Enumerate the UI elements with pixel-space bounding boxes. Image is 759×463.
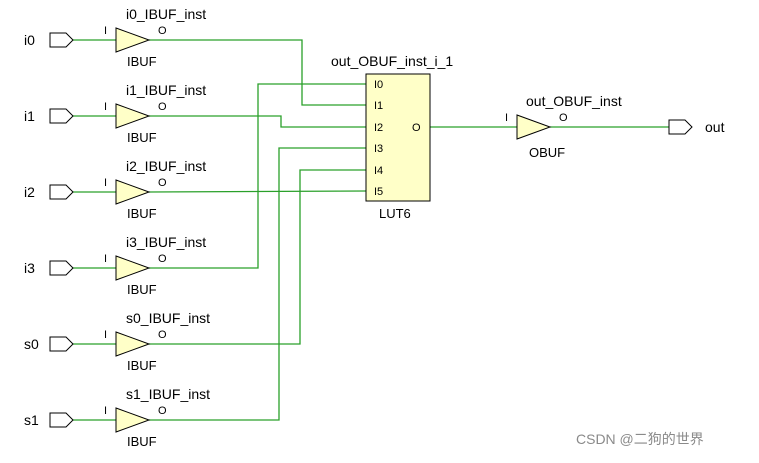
- ibuf-instance-label: i3_IBUF_inst: [126, 234, 206, 250]
- ibuf-type-label: IBUF: [127, 282, 157, 297]
- lut-pin-out: O: [412, 122, 421, 134]
- net-s0-to-lut: [149, 169, 366, 345]
- ibuf-icon: [115, 27, 151, 53]
- ibuf-type-label: IBUF: [127, 358, 157, 373]
- ibuf-pin-out: O: [158, 25, 167, 37]
- ibuf-pin-out: O: [158, 177, 167, 189]
- output-port-label: out: [705, 119, 725, 135]
- net-s1-to-lut: [149, 147, 366, 421]
- ibuf-pin-in: I: [104, 177, 107, 189]
- net-i1-to-lut: [149, 115, 366, 128]
- obuf-pin-out: O: [559, 112, 568, 124]
- ibuf-instance-label: s1_IBUF_inst: [126, 386, 210, 402]
- lut-pin-i0: I0: [374, 79, 383, 91]
- ibuf-instance-label: i2_IBUF_inst: [126, 158, 206, 174]
- ibuf-pin-out: O: [158, 101, 167, 113]
- ibuf-pin-in: I: [104, 25, 107, 37]
- ibuf-icon: [115, 407, 151, 433]
- ibuf-pin-in: I: [104, 253, 107, 265]
- lut-pin-i2: I2: [374, 122, 383, 134]
- input-port-icon: [49, 184, 74, 200]
- ibuf-instance-label: i1_IBUF_inst: [126, 82, 206, 98]
- lut-type-label: LUT6: [379, 206, 411, 221]
- lut-pin-i4: I4: [374, 165, 383, 177]
- output-port-icon: [668, 119, 693, 135]
- input-port-icon: [49, 336, 74, 352]
- input-port-icon: [49, 108, 74, 124]
- watermark: CSDN @二狗的世界: [576, 431, 704, 447]
- ibuf-type-label: IBUF: [127, 434, 157, 449]
- ibuf-pin-in: I: [104, 329, 107, 341]
- lut-pin-i3: I3: [374, 143, 383, 155]
- ibuf-type-label: IBUF: [127, 130, 157, 145]
- nets: [73, 39, 669, 421]
- input-port-label: i2: [24, 184, 35, 200]
- net-i0-to-lut: [149, 39, 366, 106]
- ibuf-icon: [115, 103, 151, 129]
- lut-instance-label: out_OBUF_inst_i_1: [331, 53, 453, 69]
- lut-body: [365, 73, 431, 202]
- ibuf-instance-label: s0_IBUF_inst: [126, 310, 210, 326]
- net-i3-to-lut: [149, 83, 366, 269]
- obuf-pin-in: I: [505, 112, 508, 124]
- input-port-label: s0: [24, 336, 39, 352]
- input-port-icon: [49, 32, 74, 48]
- input-port-label: i1: [24, 108, 35, 124]
- obuf-instance-label: out_OBUF_inst: [526, 93, 622, 109]
- ibuf-icon: [115, 179, 151, 205]
- ibuf-pin-out: O: [158, 405, 167, 417]
- input-port-label: i3: [24, 260, 35, 276]
- ibuf-pin-in: I: [104, 101, 107, 113]
- obuf-icon: [516, 114, 552, 140]
- ibuf-icon: [115, 331, 151, 357]
- input-port-icon: [49, 412, 74, 428]
- ibuf-pin-in: I: [104, 405, 107, 417]
- obuf-type-label: OBUF: [529, 145, 565, 160]
- lut-pin-i1: I1: [374, 100, 383, 112]
- input-port-label: s1: [24, 412, 39, 428]
- ibuf-type-label: IBUF: [127, 54, 157, 69]
- ibuf-pin-out: O: [158, 329, 167, 341]
- input-port-label: i0: [24, 32, 35, 48]
- ibuf-type-label: IBUF: [127, 206, 157, 221]
- ibuf-pin-out: O: [158, 253, 167, 265]
- ibuf-icon: [115, 255, 151, 281]
- input-port-icon: [49, 260, 74, 276]
- lut-pin-i5: I5: [374, 186, 383, 198]
- ibuf-instance-label: i0_IBUF_inst: [126, 6, 206, 22]
